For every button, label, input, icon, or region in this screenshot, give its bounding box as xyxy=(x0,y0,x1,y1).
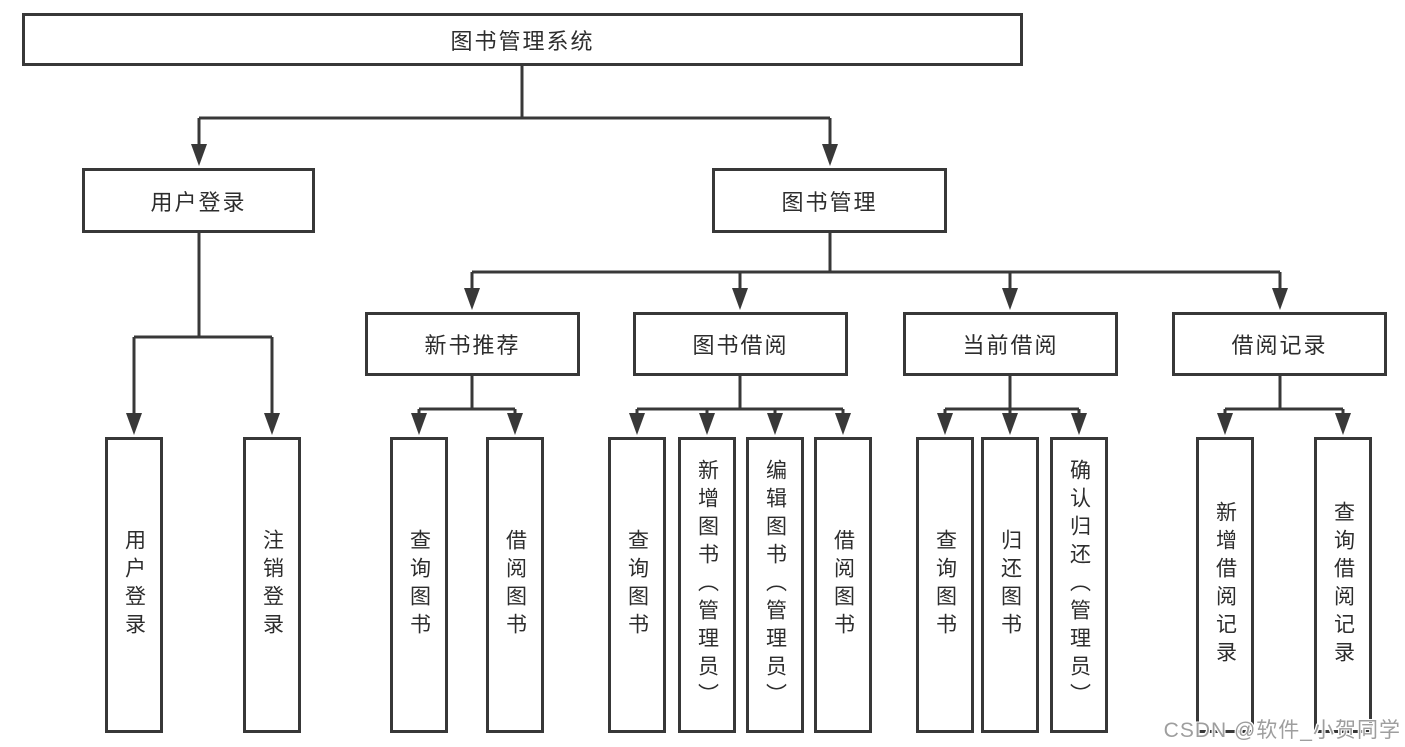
arrowhead xyxy=(629,413,645,435)
arrowhead xyxy=(1071,413,1087,435)
arrowhead xyxy=(191,144,207,166)
node-book-borrow: 图书借阅 xyxy=(633,312,848,376)
leaf-confirm-return-admin: 确认归还（管理员） xyxy=(1050,437,1108,733)
node-user-login: 用户登录 xyxy=(82,168,315,233)
arrowhead xyxy=(464,288,480,310)
leaf-add-book-admin-label: 新增图书（管理员） xyxy=(695,459,719,711)
arrowheads xyxy=(126,144,1351,435)
leaf-current-query-book: 查询图书 xyxy=(916,437,974,733)
arrowhead xyxy=(1002,288,1018,310)
node-root: 图书管理系统 xyxy=(22,13,1023,66)
arrowhead xyxy=(822,144,838,166)
leaf-query-borrow-record: 查询借阅记录 xyxy=(1314,437,1372,733)
leaf-user-login-label: 用户登录 xyxy=(122,529,146,641)
node-book-borrow-label: 图书借阅 xyxy=(692,333,789,358)
arrowhead xyxy=(1217,413,1233,435)
node-new-book-recommend: 新书推荐 xyxy=(365,312,580,376)
arrowhead xyxy=(767,413,783,435)
node-current-borrow-label: 当前借阅 xyxy=(962,333,1059,358)
arrowhead xyxy=(1272,288,1288,310)
leaf-user-login: 用户登录 xyxy=(105,437,163,733)
leaf-edit-book-admin-label: 编辑图书（管理员） xyxy=(763,459,787,711)
leaf-current-query-book-label: 查询图书 xyxy=(933,529,957,641)
arrowhead xyxy=(264,413,280,435)
node-borrow-record: 借阅记录 xyxy=(1172,312,1387,376)
node-new-book-recommend-label: 新书推荐 xyxy=(424,333,521,358)
leaf-query-borrow-record-label: 查询借阅记录 xyxy=(1331,501,1355,669)
arrowhead xyxy=(699,413,715,435)
leaf-add-borrow-record-label: 新增借阅记录 xyxy=(1213,501,1237,669)
node-book-management: 图书管理 xyxy=(712,168,947,233)
leaf-return-book-label: 归还图书 xyxy=(998,529,1022,641)
arrowhead xyxy=(835,413,851,435)
leaf-recommend-query-book-label: 查询图书 xyxy=(407,529,431,641)
watermark: CSDN @软件_小贺同学 xyxy=(1163,719,1401,742)
node-user-login-label: 用户登录 xyxy=(150,189,247,215)
node-root-label: 图书管理系统 xyxy=(450,28,595,54)
leaf-logout: 注销登录 xyxy=(243,437,301,733)
leaf-recommend-borrow-book-label: 借阅图书 xyxy=(503,529,527,641)
leaf-edit-book-admin: 编辑图书（管理员） xyxy=(746,437,804,733)
leaf-confirm-return-admin-label: 确认归还（管理员） xyxy=(1067,459,1091,711)
node-current-borrow: 当前借阅 xyxy=(903,312,1118,376)
leaf-borrow-book: 借阅图书 xyxy=(814,437,872,733)
node-borrow-record-label: 借阅记录 xyxy=(1231,333,1328,358)
arrowhead xyxy=(126,413,142,435)
arrowhead xyxy=(1002,413,1018,435)
leaf-logout-label: 注销登录 xyxy=(260,529,284,641)
leaf-return-book: 归还图书 xyxy=(981,437,1039,733)
leaf-recommend-query-book: 查询图书 xyxy=(390,437,448,733)
leaf-recommend-borrow-book: 借阅图书 xyxy=(486,437,544,733)
leaf-borrow-query-book: 查询图书 xyxy=(608,437,666,733)
arrowhead xyxy=(507,413,523,435)
leaf-borrow-book-label: 借阅图书 xyxy=(831,529,855,641)
arrowhead xyxy=(732,288,748,310)
leaf-borrow-query-book-label: 查询图书 xyxy=(625,529,649,641)
arrowhead xyxy=(1335,413,1351,435)
leaf-add-book-admin: 新增图书（管理员） xyxy=(678,437,736,733)
arrowhead xyxy=(411,413,427,435)
arrowhead xyxy=(937,413,953,435)
node-book-management-label: 图书管理 xyxy=(781,189,878,215)
leaf-add-borrow-record: 新增借阅记录 xyxy=(1196,437,1254,733)
